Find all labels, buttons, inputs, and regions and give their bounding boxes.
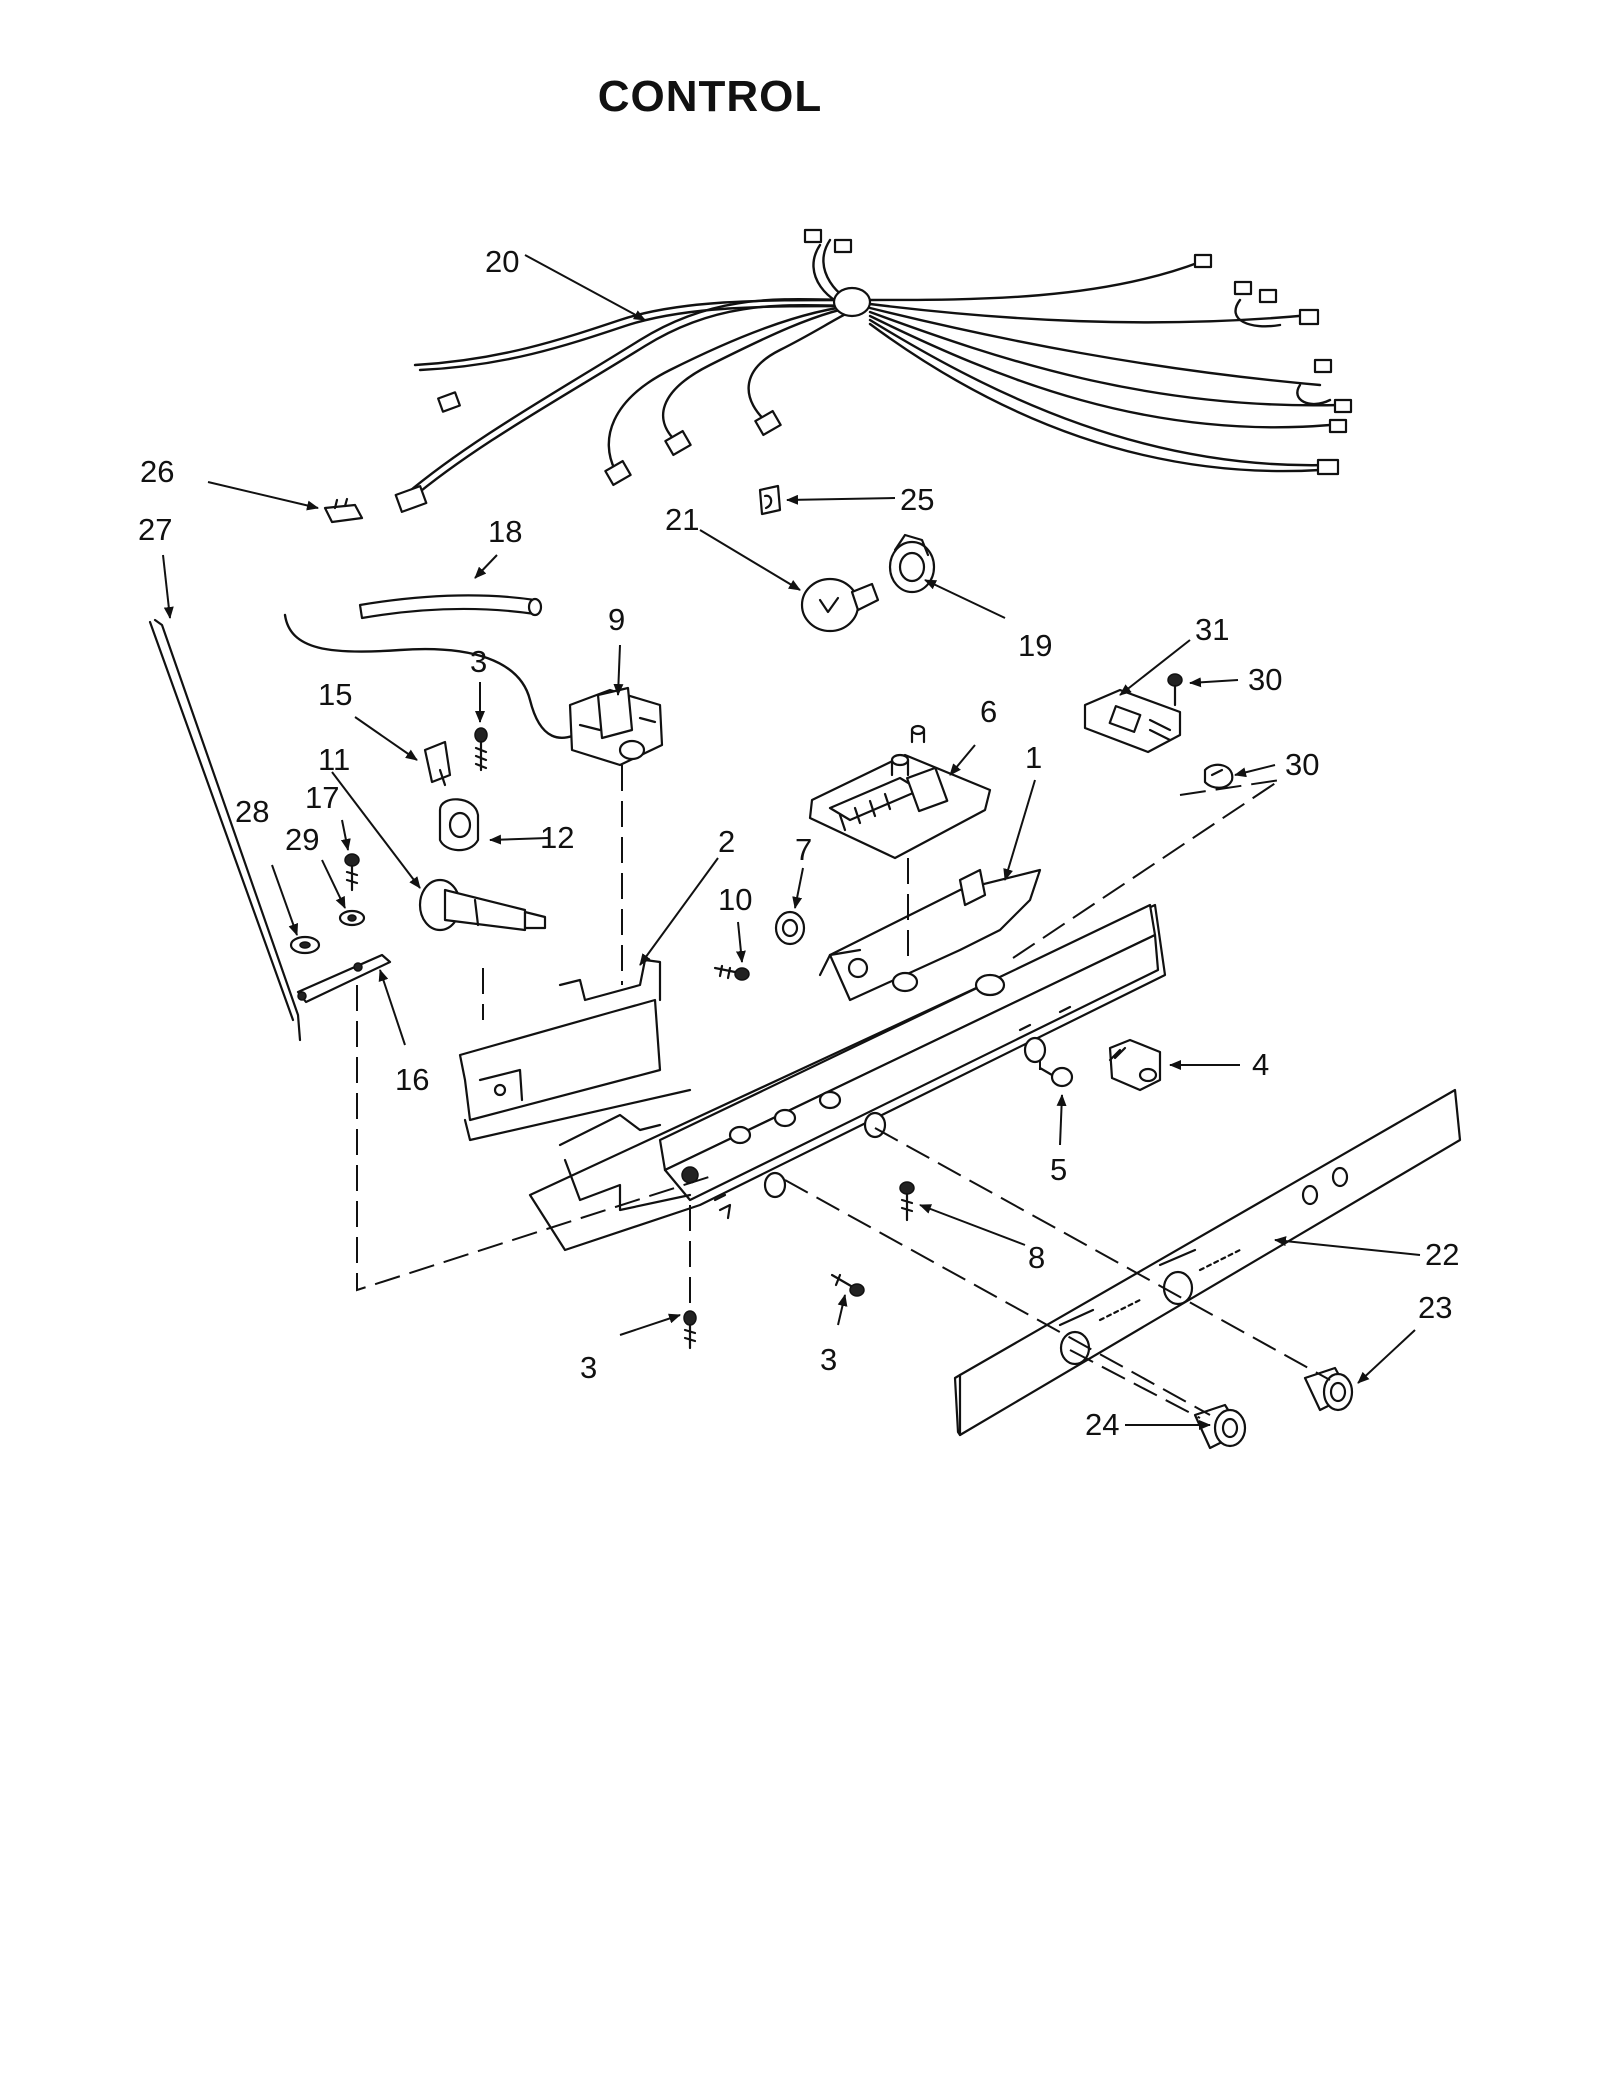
clip-22 xyxy=(323,497,364,524)
knob-26 xyxy=(1303,1366,1354,1412)
knob-27 xyxy=(1193,1403,1247,1450)
screw-28 xyxy=(1167,673,1183,707)
callout-4: 4 xyxy=(1252,1047,1269,1082)
callout-23: 27 xyxy=(138,512,172,547)
leader-lines xyxy=(162,254,1421,1430)
callout-10: 10 xyxy=(718,882,752,917)
lamp-socket-17 xyxy=(888,533,936,594)
screw-16 xyxy=(344,853,360,892)
callout-18: 18 xyxy=(488,514,522,549)
callout-31: 31 xyxy=(1195,612,1229,647)
callout-21: 25 xyxy=(900,482,934,517)
callout-1: 1 xyxy=(1025,740,1042,775)
callout-17: 19 xyxy=(1018,628,1052,663)
callout-15: 16 xyxy=(395,1062,429,1097)
callout-14: 15 xyxy=(318,677,352,712)
button-5 xyxy=(1038,1066,1074,1088)
callout-22: 26 xyxy=(140,454,174,489)
callout-11: 11 xyxy=(318,742,350,777)
switch-4 xyxy=(1108,1038,1162,1092)
screw-3-bottom xyxy=(683,1310,697,1350)
control-shaft-11 xyxy=(418,878,547,932)
clamp-12 xyxy=(438,798,480,852)
light-bulb-19 xyxy=(800,577,880,633)
callout-5: 5 xyxy=(1050,1152,1067,1187)
callout-6: 6 xyxy=(980,694,997,729)
callout-28: 30 xyxy=(1248,662,1282,697)
rod-23 xyxy=(148,618,302,1042)
clip-21 xyxy=(758,484,782,516)
callout-8: 7 xyxy=(795,832,812,867)
washer-24 xyxy=(289,935,321,955)
callout-30: 30 xyxy=(1285,747,1319,782)
diagram-title: CONTROL xyxy=(597,72,823,121)
callout-26: 23 xyxy=(1418,1290,1452,1325)
callout-24: 28 xyxy=(235,794,269,829)
screw-7 xyxy=(899,1181,915,1222)
screw-10 xyxy=(713,964,750,981)
screw-3-right xyxy=(830,1273,865,1297)
callout-27: 24 xyxy=(1085,1407,1119,1442)
callout-3-right: 3 xyxy=(820,1342,837,1377)
callout-7: 8 xyxy=(1028,1240,1045,1275)
callout-29: 29 xyxy=(285,822,319,857)
callout-labels: 20 26 27 18 25 21 19 9 3 15 11 17 28 29 … xyxy=(138,244,1459,1442)
linkage-15 xyxy=(296,953,392,1004)
callout-19: 21 xyxy=(665,502,699,537)
callout-9: 9 xyxy=(608,602,625,637)
washer-29 xyxy=(338,909,366,927)
callout-3-upper: 3 xyxy=(470,644,487,679)
alignment-lines xyxy=(356,765,1331,1419)
callout-12: 12 xyxy=(540,820,574,855)
grommet-8 xyxy=(774,910,806,946)
tube-18 xyxy=(358,594,543,620)
callout-25: 22 xyxy=(1425,1237,1459,1272)
callout-3-bottom: 3 xyxy=(580,1350,597,1385)
bracket-14 xyxy=(423,740,452,787)
clip-30 xyxy=(1203,763,1234,789)
callout-20: 20 xyxy=(485,244,519,279)
switch-31 xyxy=(1083,688,1182,754)
control-housing-1 xyxy=(528,868,1167,1252)
electronic-control-6 xyxy=(808,724,992,860)
callout-2: 2 xyxy=(718,824,735,859)
callout-16: 17 xyxy=(305,780,339,815)
cold-control-9 xyxy=(568,686,664,767)
screw-3-upper xyxy=(474,727,488,772)
wiring-harness xyxy=(394,228,1353,514)
bracket-2 xyxy=(458,958,692,1142)
